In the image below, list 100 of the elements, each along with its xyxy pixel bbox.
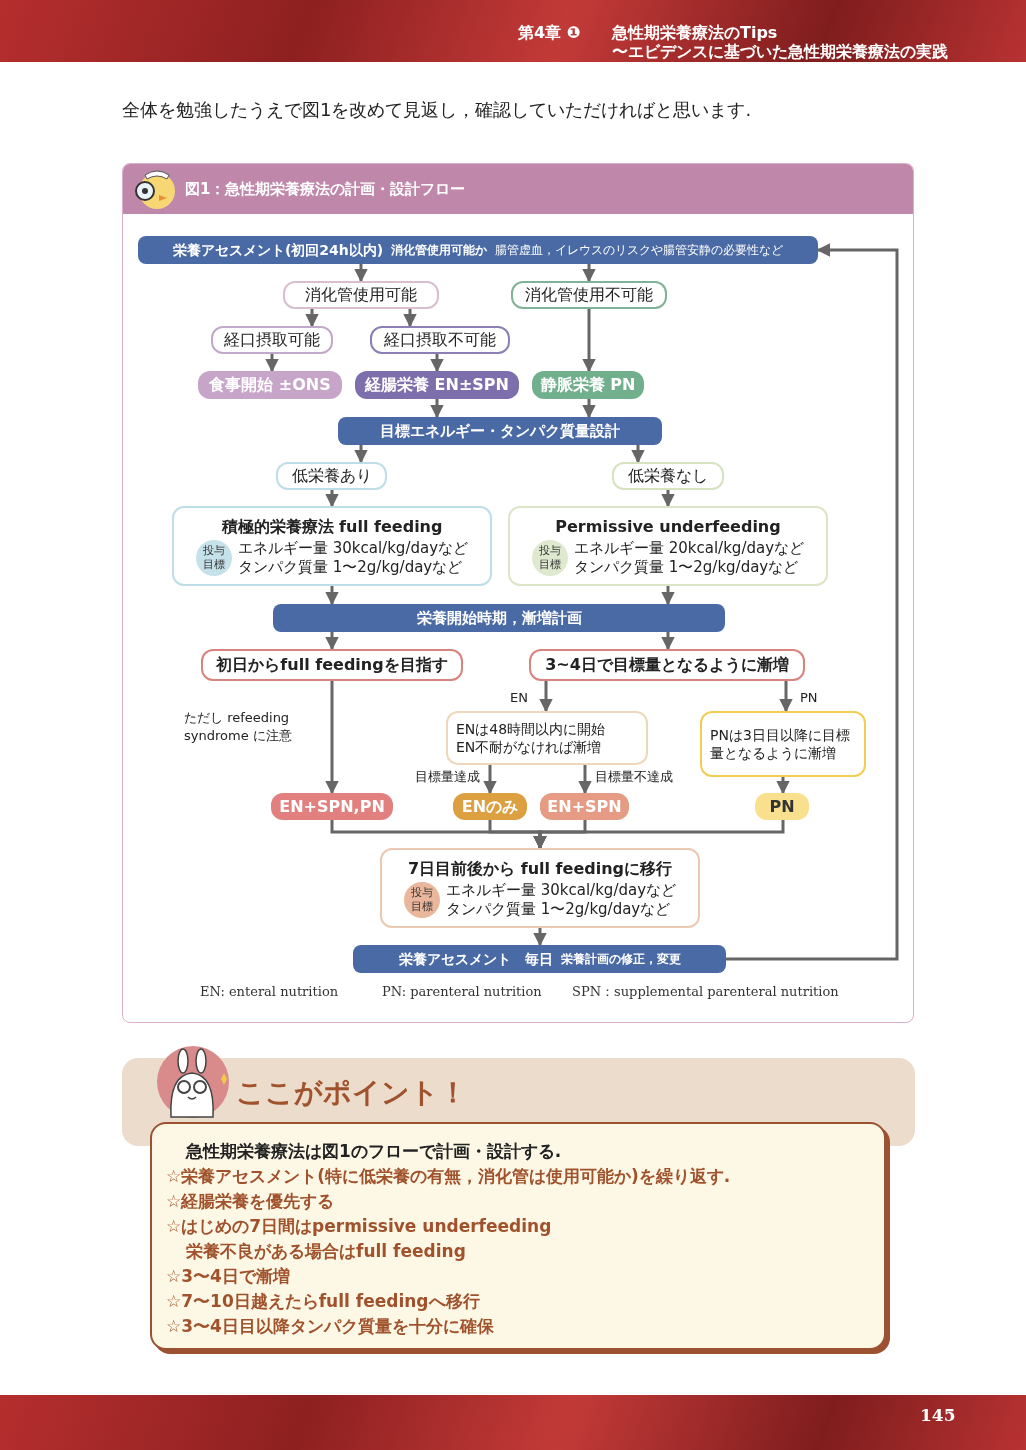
pill-text: 経腸栄養 EN±SPN: [365, 374, 509, 396]
intro-text: 全体を勉強したうえで図1を改めて見返し，確認していただければと思います.: [122, 98, 752, 122]
arrow: [354, 445, 368, 464]
card-title: Permissive underfeeding: [555, 516, 781, 538]
arrow: [430, 354, 444, 373]
pill-text: EN+SPN: [547, 795, 622, 818]
box-text: 初日からfull feedingを目指す: [216, 654, 448, 676]
point-text: 急性期栄養療法は図1のフローで計画・設計する.: [186, 1140, 562, 1163]
pill-text: 静脈栄養 PN: [540, 374, 636, 396]
arrow: [483, 765, 497, 795]
result-pill: [198, 371, 342, 399]
rounded-box: [283, 281, 439, 309]
figure-title: 図1：急性期栄養療法の計画・設計フロー: [185, 178, 466, 200]
result-pill: [453, 793, 527, 820]
arrow: [265, 354, 279, 373]
footnote: SPN：supplemental parenteral nutrition: [572, 983, 839, 1001]
section-heading: ここがポイント！: [236, 1075, 467, 1111]
card-text: エネルギー量 30kcal/kg/dayなど: [237, 539, 469, 558]
point-item: ☆経腸栄養を優先する: [166, 1190, 335, 1213]
footnote: PN: parenteral nutrition: [382, 983, 542, 1001]
box-text: 経口摂取可能: [224, 329, 320, 351]
bar-text: 栄養アセスメント(初回24h以内): [172, 240, 384, 260]
running-subtitle: 〜エビデンスに基づいた急性期栄養療法の実践: [612, 41, 948, 63]
arrow: [779, 681, 793, 713]
process-bar: [138, 236, 818, 264]
box-text: 消化管使用可能: [305, 284, 417, 306]
info-card: [172, 506, 492, 586]
arrow: [325, 586, 339, 606]
card-text: タンパク質量 1〜2g/kg/dayなど: [445, 900, 672, 919]
arrow: [305, 309, 319, 328]
arrow: [582, 309, 596, 373]
arrow: [430, 399, 444, 419]
result-pill: [540, 793, 629, 820]
info-card: [508, 506, 828, 586]
arrow: [403, 309, 417, 328]
info-card: [380, 848, 700, 928]
target-badge: 投与目標: [195, 540, 232, 576]
arrow: [354, 264, 368, 283]
card-title: 7日目前後から full feedingに移行: [407, 858, 672, 880]
arrow: [578, 765, 592, 795]
arrow: [661, 586, 675, 606]
arrow: [533, 928, 547, 947]
rounded-box: [446, 711, 648, 765]
bar-text: 栄養アセスメント 毎日: [398, 949, 553, 969]
bar-text: 目標エネルギー・タンパク質量設計: [380, 420, 620, 442]
footnote: EN: enteral nutrition: [200, 983, 339, 1001]
arrow: [325, 490, 339, 508]
card-title: 積極的栄養療法 full feeding: [221, 516, 443, 538]
point-item: ☆はじめの7日間はpermissive underfeeding: [166, 1215, 552, 1238]
rounded-box: [201, 649, 463, 681]
result-pill: [355, 371, 519, 399]
point-item: ☆7〜10日越えたらfull feedingへ移行: [166, 1290, 480, 1313]
box-text: 消化管使用不可能: [525, 284, 653, 306]
arrow: [661, 632, 675, 651]
target-badge: 投与目標: [531, 540, 568, 576]
arrow: [533, 820, 785, 850]
card-text: タンパク質量 1〜2g/kg/dayなど: [237, 558, 464, 577]
card-text: タンパク質量 1〜2g/kg/dayなど: [573, 558, 800, 577]
running-title: 急性期栄養療法のTips: [612, 22, 778, 43]
arrow: [582, 399, 596, 419]
box-text: 経口摂取不可能: [384, 329, 496, 351]
arrow: [661, 490, 675, 508]
card-text: エネルギー量 30kcal/kg/dayなど: [445, 881, 677, 900]
process-bar: [338, 417, 662, 445]
arrow: [776, 777, 790, 795]
chapter-number: 第4章 ❶: [518, 22, 581, 44]
rounded-box: [511, 281, 667, 309]
result-pill: [271, 793, 393, 820]
arrow: [325, 632, 339, 651]
page-number: 145: [920, 1404, 956, 1427]
rounded-box: [276, 462, 387, 490]
pill-text: PN: [769, 795, 795, 818]
note-text: ただし refeeding syndrome に注意: [184, 709, 293, 745]
box-text: PNは3日目以降に目標量となるように漸増: [710, 726, 851, 762]
card-text: エネルギー量 20kcal/kg/dayなど: [573, 539, 805, 558]
point-item: ☆3〜4日で漸増: [166, 1265, 290, 1288]
process-bar: [353, 945, 726, 973]
result-pill: [532, 371, 644, 399]
bar-text: 栄養開始時期，漸増計画: [416, 607, 582, 629]
rounded-box: [370, 326, 510, 354]
box-text: EN不耐がなければ漸増: [456, 738, 603, 756]
arrow: [631, 445, 645, 464]
pill-text: 食事開始 ±ONS: [209, 374, 331, 396]
box-text: 低栄養あり: [291, 465, 372, 487]
box-text: 低栄養なし: [628, 465, 708, 487]
point-item: 栄養不良がある場合はfull feeding: [186, 1240, 466, 1263]
process-bar: [273, 604, 725, 632]
rounded-box: [700, 711, 866, 777]
box-text: 3~4日で目標量となるように漸増: [545, 654, 789, 676]
box-text: ENは48時間以内に開始: [456, 720, 607, 738]
target-badge: 投与目標: [403, 882, 440, 918]
arrow: [582, 264, 596, 283]
arrow: [726, 243, 899, 961]
bar-text: 腸管虚血，イレウスのリスクや腸管安静の必要性など: [495, 242, 784, 259]
rounded-box: [529, 649, 805, 681]
pill-text: ENのみ: [461, 795, 519, 818]
bar-text: 消化管使用可能か: [391, 242, 488, 259]
rounded-box: [211, 326, 333, 354]
arrow: [325, 681, 339, 795]
pill-text: EN+SPN,PN: [279, 795, 385, 818]
